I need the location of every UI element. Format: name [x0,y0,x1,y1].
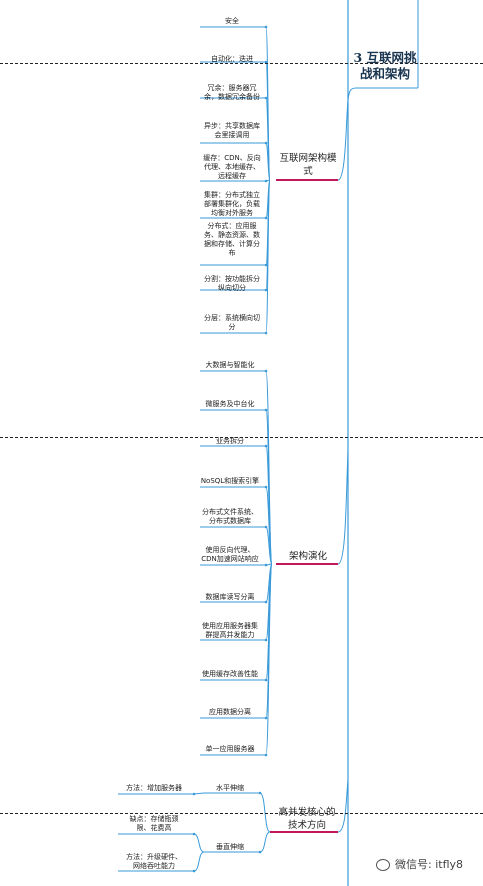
leaf-security[interactable]: 安全 [225,17,239,25]
page-break-line [0,63,483,64]
wechat-icon [376,859,390,871]
root-node[interactable]: 3 互联网挑 战和架构 [353,50,417,81]
leaf-cdn[interactable]: 使用反向代理、 CDN加速网站响应 [201,546,259,563]
branch-concurrency[interactable]: 高并发核心的 技术方向 [278,807,336,831]
connector-dot [264,638,268,642]
leaf-add-server[interactable]: 方法：增加服务器 [126,784,182,792]
leaf-add-server-connector [193,792,205,795]
leaf-nosql[interactable]: NoSQL和搜索引擎 [200,477,260,485]
leaf-layering[interactable]: 分层：系统横向切 分 [204,314,260,331]
connector-dot [264,408,268,412]
leaf-app-data-split[interactable]: 应用数据分离 [209,708,251,716]
connector-dot [264,369,268,373]
leaf-rw-split[interactable]: 数据库读写分离 [205,593,255,601]
sub-vertical-connector [259,831,271,853]
leaf-business-split[interactable]: 业务拆分 [216,437,244,445]
root-link [347,87,357,101]
leaf-async[interactable]: 异步：共享数据库 会里接调用 [204,122,260,139]
leaf-use-cache[interactable]: 使用缓存改善性能 [202,670,258,678]
evolution-connector [265,563,273,756]
connector-dot [264,485,268,489]
leaf-dfs[interactable]: 分布式文件系统、 分布式数据库 [202,508,258,525]
connector-dot [258,791,262,795]
leaf-vertical-cons[interactable]: 缺点：存储瓶颈 限、花费高 [129,815,179,832]
connector-dot [264,753,268,757]
branch-patterns-link [337,99,349,181]
leaf-app-cluster[interactable]: 使用应用服务器集 群提高并发能力 [202,622,258,639]
connector-dot [264,60,268,64]
sub-horizontal-connector [259,792,271,833]
connector-dot [264,96,268,100]
leaf-cons-connector [193,833,205,853]
leaf-microservice[interactable]: 微服务及中台化 [205,400,255,408]
watermark-text: 微信号: itfly8 [395,858,464,871]
watermark: 微信号: itfly8 [376,856,463,872]
connector-dot [264,678,268,682]
leaf-partition[interactable]: 分割：按功能拆分 纵向切分 [204,275,260,292]
leaf-automation[interactable]: 自动化：迭进 [211,55,253,63]
connector-dot [192,792,196,796]
leaf-redundancy[interactable]: 冗余：服务器冗 余，数据冗余备份 [204,84,260,101]
sub-horizontal-scaling[interactable]: 水平伸缩 [216,784,244,792]
connector-dot [264,25,268,29]
branch-evolution-link [337,449,349,565]
connector-dot [264,216,268,220]
leaf-bigdata[interactable]: 大数据与智能化 [205,361,255,369]
connector-dot [264,525,268,529]
connector-dot [264,179,268,183]
connector-dot [264,444,268,448]
leaf-upgrade-connector [193,851,205,872]
connector-dot [258,850,262,854]
branch-patterns[interactable]: 互联网架构模 式 [279,153,337,177]
leaf-upgrade-hardware[interactable]: 方法：升级硬件、 网络吞吐能力 [126,853,182,870]
leaf-cluster[interactable]: 集群：分布式独立 部署集群化，负载 均衡对外服务 [204,191,260,217]
page-break-line [0,813,483,814]
leaf-single-server[interactable]: 单一应用服务器 [205,745,255,753]
connector-dot [264,716,268,720]
connector-dot [192,832,196,836]
connector-dot [192,869,196,873]
pattern-connector [265,179,271,334]
sub-vertical-scaling[interactable]: 垂直伸缩 [216,843,244,851]
connector-dot [264,331,268,335]
page-break-line [0,437,483,438]
connector-dot [264,288,268,292]
leaf-cache[interactable]: 缓存：CDN、反向 代理、本地缓存、 远程缓存 [203,154,261,180]
connector-dot [264,563,268,567]
connector-dot [264,600,268,604]
leaf-distributed[interactable]: 分布式：应用服 务、静态资源、数 据和存储、计算分 布 [204,222,260,257]
branch-evolution[interactable]: 架构演化 [288,551,327,562]
connector-dot [264,141,268,145]
connector-dot [264,263,268,267]
